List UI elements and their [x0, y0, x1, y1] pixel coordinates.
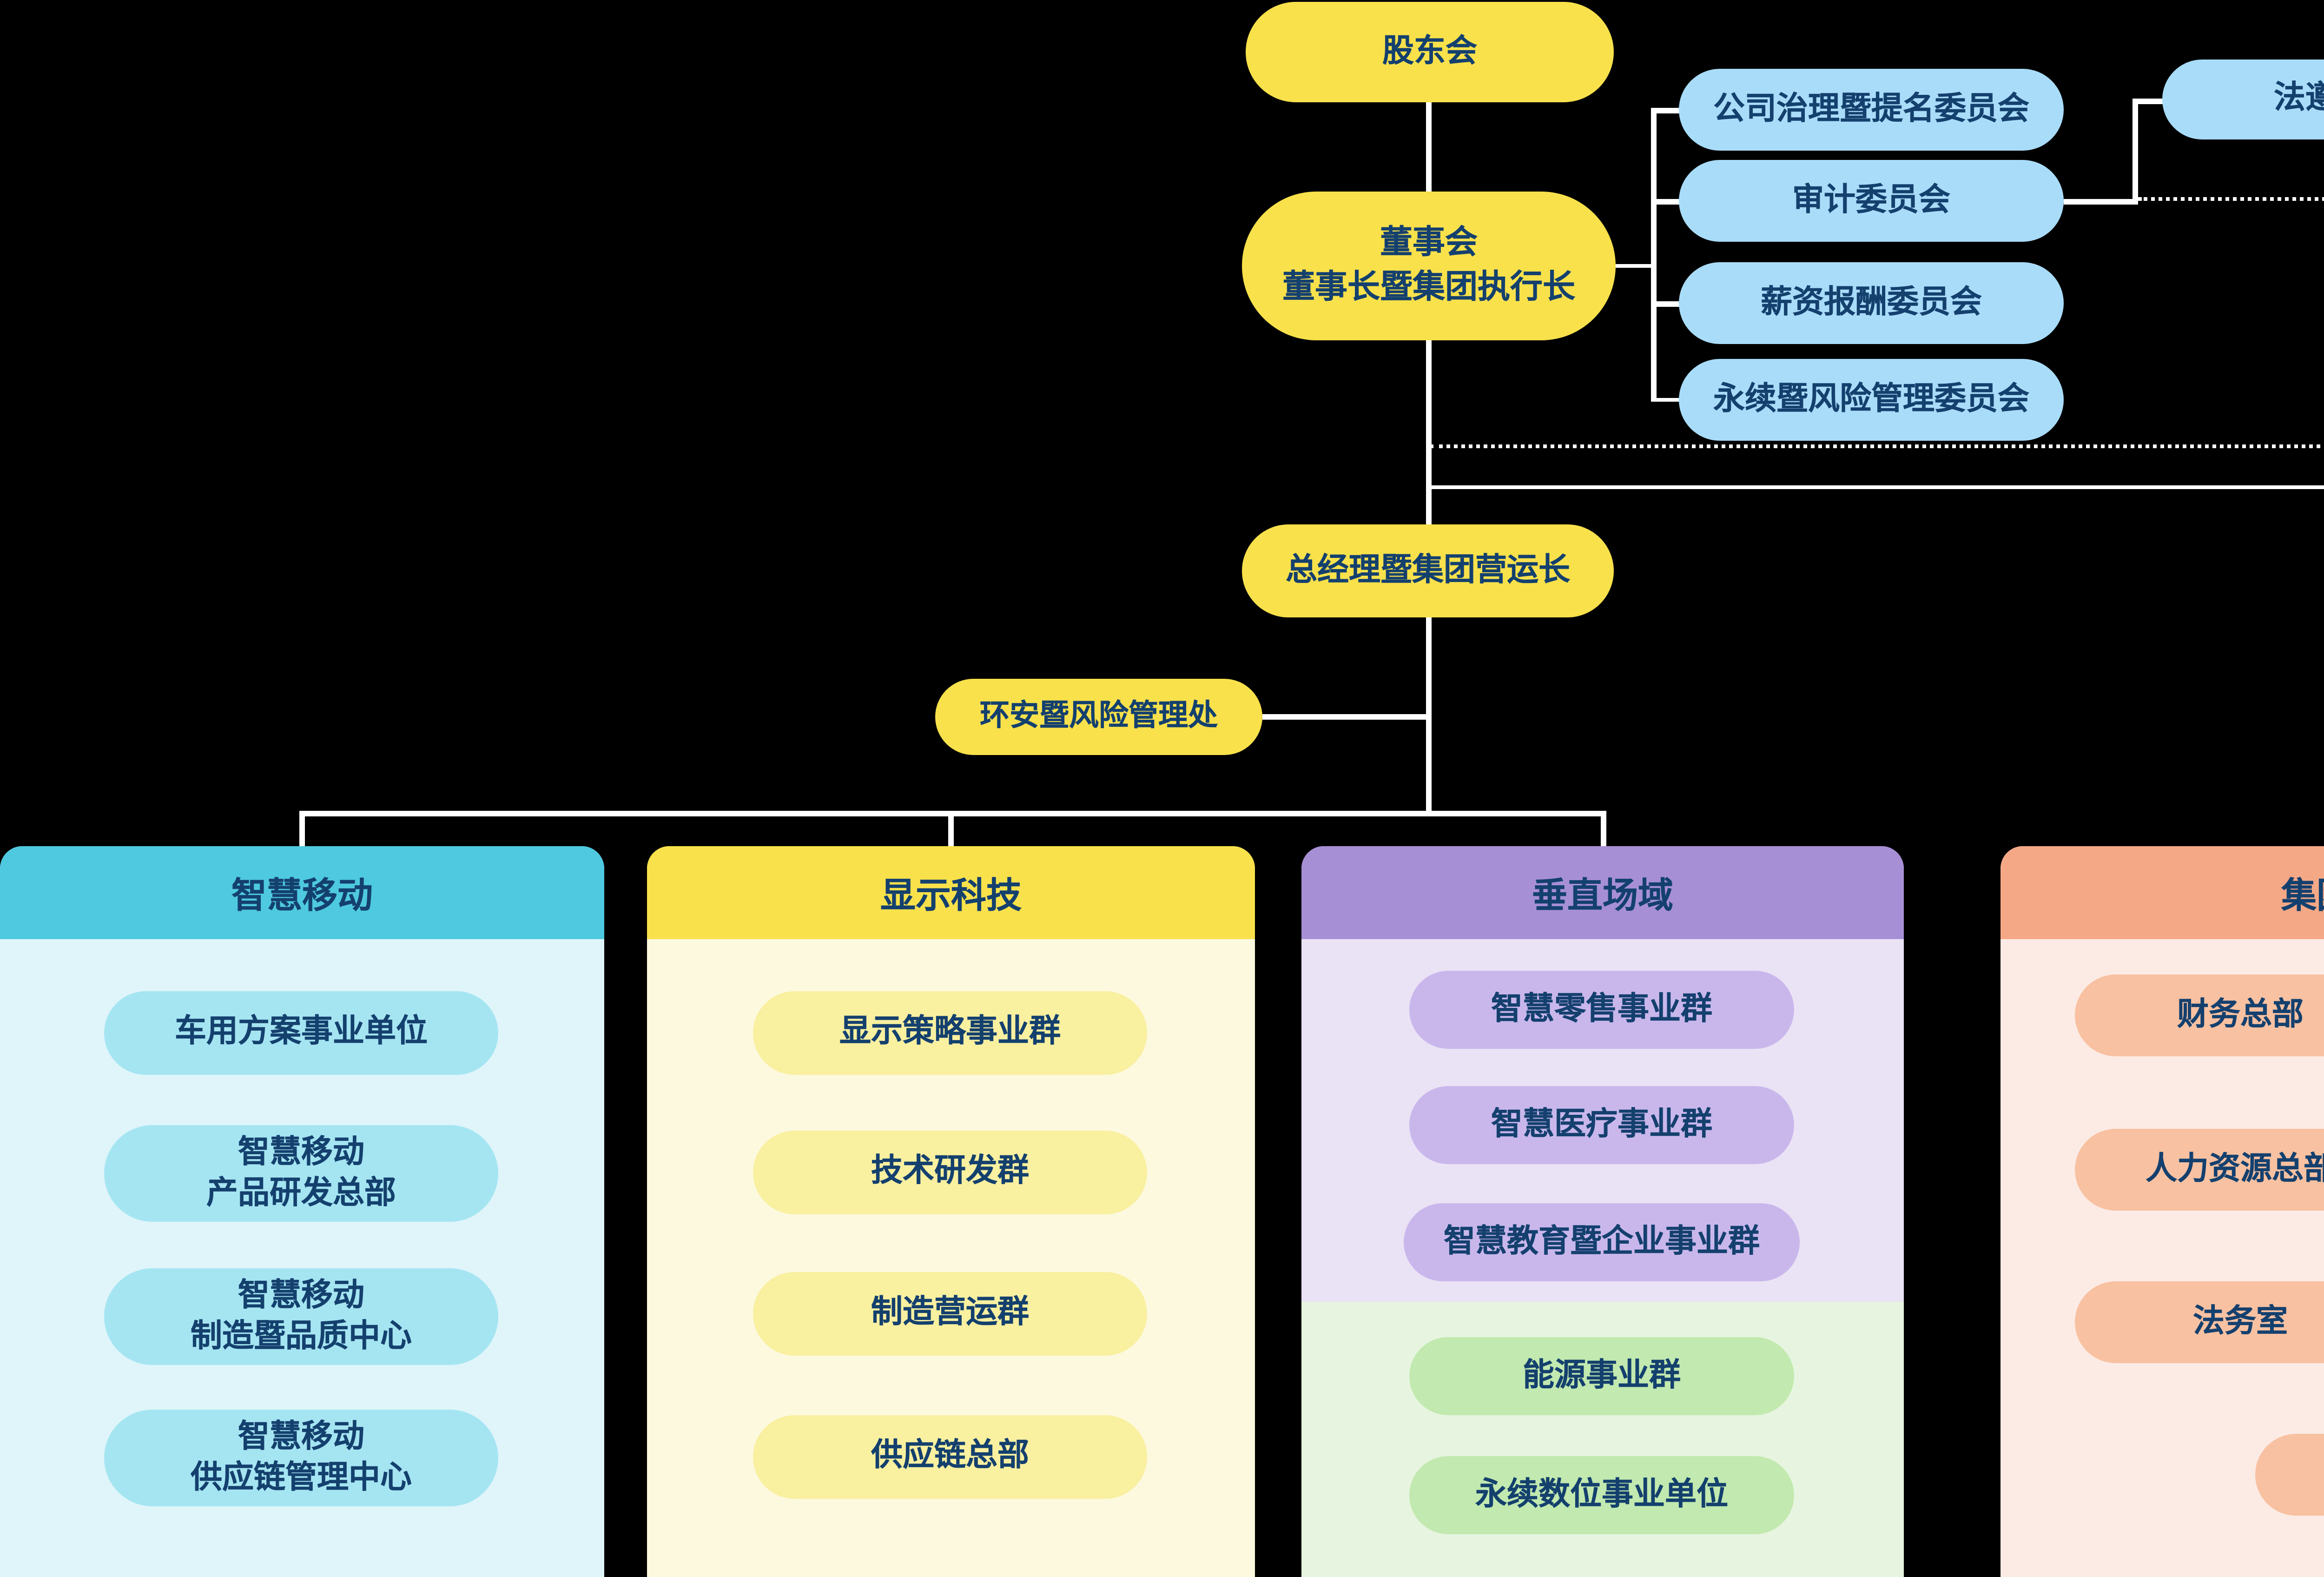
connector-shareholders-board [1426, 102, 1431, 192]
unit-smart-retail: 智慧零售事业群 [1409, 971, 1794, 1049]
unit-sustainable-digital: 永续数位事业单位 [1409, 1456, 1794, 1534]
unit-manufacturing-operations: 制造营运群 [753, 1272, 1147, 1356]
division-vertical-domains-header: 垂直场域 [1301, 846, 1904, 939]
division-smart-mobility: 智慧移动 车用方案事业单位 智慧移动 产品研发总部 智慧移动 制造暨品质中心 智… [0, 846, 604, 1577]
unit-smart-education-enterprise: 智慧教育暨企业事业群 [1404, 1203, 1800, 1281]
unit-energy: 能源事业群 [1409, 1337, 1794, 1415]
unit-audit-management: 稽核管理处 [2255, 1434, 2324, 1516]
node-committee-compensation: 薪资报酬委员会 [1679, 262, 2064, 344]
connector-drop-division-3 [1601, 811, 1605, 846]
division-display-technology-header: 显示科技 [647, 846, 1255, 939]
connector-stub-committee-4 [1651, 397, 1681, 402]
unit-sm-supply-chain: 智慧移动 供应链管理中心 [104, 1410, 498, 1506]
connector-drop-division-1 [299, 811, 304, 846]
connector-ehs [1262, 714, 1430, 719]
connector-stub-committee-3 [1651, 301, 1681, 306]
node-committee-governance: 公司治理暨提名委员会 [1679, 69, 2064, 151]
node-committee-audit: 审计委员会 [1679, 160, 2064, 242]
unit-human-resources-hq: 人力资源总部 [2075, 1129, 2324, 1211]
division-smart-mobility-header: 智慧移动 [0, 846, 604, 939]
division-group-support: 集团营运支援单位 财务总部 数位技术发展总部 人力资源总部 永续发展总部 法务室… [2000, 846, 2324, 1577]
unit-sm-product-rd: 智慧移动 产品研发总部 [104, 1125, 498, 1222]
division-vertical-domains: 垂直场域 智慧零售事业群 智慧医疗事业群 智慧教育暨企业事业群 能源事业群 永续… [1301, 846, 1904, 1577]
node-board: 董事会 董事长暨集团执行长 [1242, 192, 1616, 340]
dotted-compliance-h2 [1430, 444, 2324, 448]
dotted-audit-h1 [2138, 197, 2324, 201]
connector-stub-committee-2 [1651, 199, 1681, 204]
connector-stub-committee-1 [1651, 108, 1681, 113]
unit-finance-hq: 财务总部 [2075, 974, 2324, 1056]
node-ehs-risk-office: 环安暨风险管理处 [935, 679, 1262, 755]
division-display-technology: 显示科技 显示策略事业群 技术研发群 制造营运群 供应链总部 [647, 846, 1255, 1577]
unit-sm-manufacturing-quality: 智慧移动 制造暨品质中心 [104, 1268, 498, 1365]
connector-audit-compliance-h2 [2133, 99, 2166, 103]
unit-display-strategy: 显示策略事业群 [753, 991, 1147, 1075]
connector-drop-division-2 [948, 811, 953, 846]
unit-legal-office: 法务室 [2075, 1281, 2324, 1363]
node-coo: 总经理暨集团营运长 [1242, 524, 1614, 617]
unit-automotive-solutions: 车用方案事业单位 [104, 991, 498, 1075]
division-group-support-header: 集团营运支援单位 [2000, 846, 2324, 939]
connector-board-support-h [1426, 484, 2324, 489]
connector-board-bracket [1616, 263, 1655, 268]
unit-technology-rd: 技术研发群 [753, 1131, 1147, 1214]
connector-audit-compliance-h1 [2064, 199, 2138, 204]
connector-committee-bracket [1651, 108, 1656, 402]
unit-smart-healthcare: 智慧医疗事业群 [1409, 1086, 1794, 1164]
node-committee-sustainability-risk: 永续暨风险管理委员会 [1679, 359, 2064, 441]
connector-board-coo [1426, 340, 1431, 524]
node-shareholders: 股东会 [1246, 2, 1614, 102]
connector-audit-compliance-v [2133, 99, 2137, 203]
unit-supply-chain-hq: 供应链总部 [753, 1415, 1147, 1499]
node-chief-compliance: 法遵总顾问 [2162, 60, 2324, 139]
